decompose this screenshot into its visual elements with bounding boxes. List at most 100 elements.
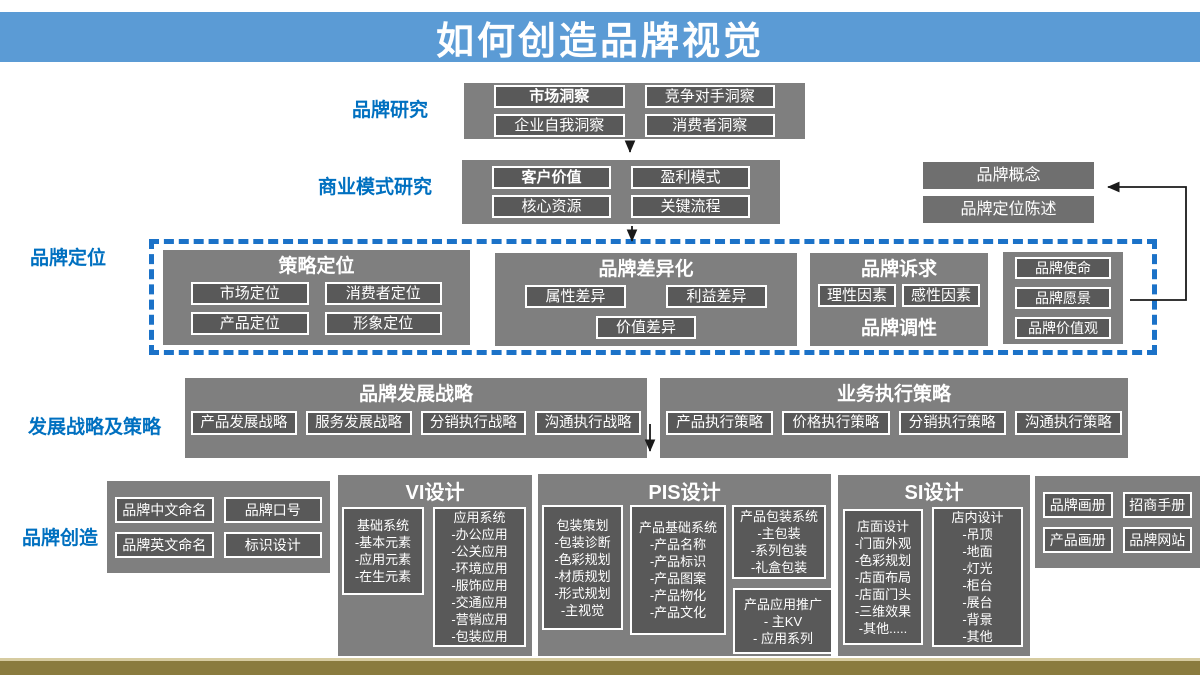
positioning-node: 产品定位 — [191, 312, 309, 335]
vi-app-line: -办公应用 — [451, 527, 508, 542]
si-instore-line: -展台 — [962, 595, 993, 610]
row-label-brand-research: 品牌研究 — [352, 100, 429, 121]
pis-design-title: PIS设计 — [648, 482, 721, 504]
business-model-node: 客户价值 — [492, 166, 611, 189]
concept-node: 品牌概念 — [923, 162, 1094, 189]
row-label-strategies: 发展战略及策略 — [28, 417, 162, 438]
differentiation-node: 价值差异 — [596, 316, 696, 339]
vi-app-line: 应用系统 — [453, 510, 506, 525]
brand-development-section: 品牌发展战略 产品发展战略服务发展战略分销执行战略沟通执行战略 — [185, 378, 647, 458]
extras-node: 招商手册 — [1122, 491, 1192, 518]
vi-base-line: -基本元素 — [354, 535, 412, 550]
strategy-positioning-section: 策略定位 市场定位消费者定位产品定位形象定位 — [163, 250, 470, 345]
naming-node: 标识设计 — [223, 531, 322, 558]
slide-title-bar: 如何创造品牌视觉 — [0, 12, 1200, 63]
strategy-positioning-boxes: 市场定位消费者定位产品定位形象定位 — [163, 279, 470, 335]
differentiation-node: 利益差异 — [666, 285, 767, 308]
business-model-group: 客户价值盈利模式核心资源关键流程 — [462, 160, 780, 224]
si-instore-line: -柜台 — [962, 578, 993, 593]
positioning-node: 形象定位 — [324, 312, 442, 335]
vi-base-line: -应用元素 — [354, 552, 412, 567]
research-node: 消费者洞察 — [644, 114, 775, 137]
pis-pack-line: -系列包装 — [750, 543, 808, 558]
development-node: 服务发展战略 — [305, 411, 412, 435]
si-store-line: -店面布局 — [854, 569, 912, 585]
row-label-brand-positioning: 品牌定位 — [30, 248, 107, 269]
research-node: 企业自我洞察 — [494, 114, 625, 137]
pis-promo-line: 产品应用推广 — [743, 596, 822, 612]
vi-base-line: -在生元素 — [354, 569, 412, 584]
business-execution-title: 业务执行策略 — [836, 384, 951, 405]
execution-node: 产品执行策略 — [666, 411, 774, 435]
si-store-line: -店面门头 — [854, 586, 912, 602]
si-instore-line: -灯光 — [962, 561, 993, 576]
brand-differentiation-boxes: 属性差异利益差异价值差异 — [495, 282, 797, 339]
si-instore-line: -吊顶 — [962, 527, 993, 542]
extras-node: 产品画册 — [1043, 526, 1113, 553]
si-store-line: 店面设计 — [856, 518, 909, 534]
mission-node: 品牌愿景 — [1015, 287, 1111, 309]
concept-node: 品牌定位陈述 — [923, 196, 1094, 223]
vi-app-line: -包装应用 — [451, 629, 508, 644]
si-store-line: -色彩规划 — [854, 552, 912, 568]
si-instore-line: -其他 — [962, 629, 993, 644]
research-node: 竞争对手洞察 — [644, 85, 775, 108]
brand-differentiation-section: 品牌差异化 属性差异利益差异价值差异 — [495, 253, 797, 346]
brand-development-boxes: 产品发展战略服务发展战略分销执行战略沟通执行战略 — [185, 407, 647, 435]
naming-node: 品牌中文命名 — [115, 496, 214, 523]
si-instore-line: -地面 — [962, 544, 993, 559]
brand-tonality-text: 品牌调性 — [860, 318, 937, 339]
row-label-brand-creation: 品牌创造 — [22, 528, 99, 549]
vi-app-line: -交通应用 — [451, 595, 508, 610]
pis-base-line: 产品基础系统 — [638, 520, 717, 535]
development-node: 沟通执行战略 — [535, 411, 641, 435]
brand-appeal-boxes: 理性因素感性因素 — [810, 282, 988, 307]
page-title: 如何创造品牌视觉 — [435, 20, 764, 63]
pis-plan-line: -色彩规划 — [554, 551, 611, 567]
brand-extras-group: 品牌画册招商手册产品画册品牌网站 — [1035, 476, 1200, 568]
si-instore-box: 店内设计-吊顶-地面-灯光-柜台-展台-背景-其他 — [932, 507, 1023, 647]
business-execution-section: 业务执行策略 产品执行策略价格执行策略分销执行策略沟通执行策略 — [660, 378, 1128, 458]
extras-node: 品牌画册 — [1043, 491, 1113, 518]
extras-node: 品牌网站 — [1122, 526, 1192, 553]
brand-appeal-section: 品牌诉求 理性因素感性因素 品牌调性 — [810, 253, 988, 346]
pis-plan-line: -材质规划 — [554, 568, 611, 584]
vi-app-line: -公关应用 — [451, 544, 508, 559]
naming-node: 品牌口号 — [223, 496, 322, 523]
pis-plan-line: -形式规划 — [554, 585, 611, 601]
positioning-node: 消费者定位 — [324, 282, 442, 305]
pis-promo-line: - 主KV — [763, 613, 803, 629]
brand-concept-group: 品牌概念品牌定位陈述 — [923, 162, 1094, 223]
appeal-node: 理性因素 — [818, 284, 896, 307]
vi-application-system-box: 应用系统-办公应用-公关应用-环境应用-服饰应用-交通应用-营销应用-包装应用 — [433, 507, 526, 647]
pis-promo-line: - 应用系列 — [753, 630, 813, 646]
si-store-line: -门面外观 — [854, 535, 912, 551]
vi-design-title: VI设计 — [405, 482, 465, 504]
pis-packaging-planning-box: 包装策划-包装诊断-色彩规划-材质规划-形式规划-主视觉 — [542, 505, 623, 630]
si-store-line: -其他..... — [858, 620, 908, 636]
si-instore-line: -背景 — [962, 612, 993, 627]
positioning-node: 市场定位 — [191, 282, 309, 305]
pis-plan-line: 包装策划 — [556, 517, 609, 533]
brand-development-title: 品牌发展战略 — [358, 384, 473, 405]
pis-base-line: -产品文化 — [649, 605, 707, 620]
naming-node: 品牌英文命名 — [115, 531, 214, 558]
si-design-title: SI设计 — [904, 482, 964, 504]
execution-node: 分销执行策略 — [898, 411, 1006, 435]
vi-app-line: -营销应用 — [451, 612, 508, 627]
pis-base-line: -产品图案 — [649, 571, 707, 586]
strategy-positioning-title: 策略定位 — [278, 256, 355, 277]
research-node: 市场洞察 — [494, 85, 625, 108]
pis-product-packaging-box: 产品包装系统-主包装-系列包装-礼盒包装 — [732, 505, 826, 579]
appeal-node: 感性因素 — [902, 284, 980, 307]
brand-differentiation-title: 品牌差异化 — [598, 259, 694, 280]
brand-research-group: 市场洞察竞争对手洞察企业自我洞察消费者洞察 — [464, 83, 805, 139]
footer-accent-bar — [0, 658, 1200, 675]
business-execution-boxes: 产品执行策略价格执行策略分销执行策略沟通执行策略 — [660, 407, 1128, 435]
pis-product-base-box: 产品基础系统-产品名称-产品标识-产品图案-产品物化-产品文化 — [630, 505, 726, 635]
business-model-node: 关键流程 — [631, 195, 750, 218]
pis-pack-line: -主包装 — [757, 526, 801, 541]
si-storefront-box: 店面设计-门面外观-色彩规划-店面布局-店面门头-三维效果-其他..... — [843, 509, 923, 645]
vi-base-system-box: 基础系统-基本元素-应用元素-在生元素 — [342, 507, 424, 595]
